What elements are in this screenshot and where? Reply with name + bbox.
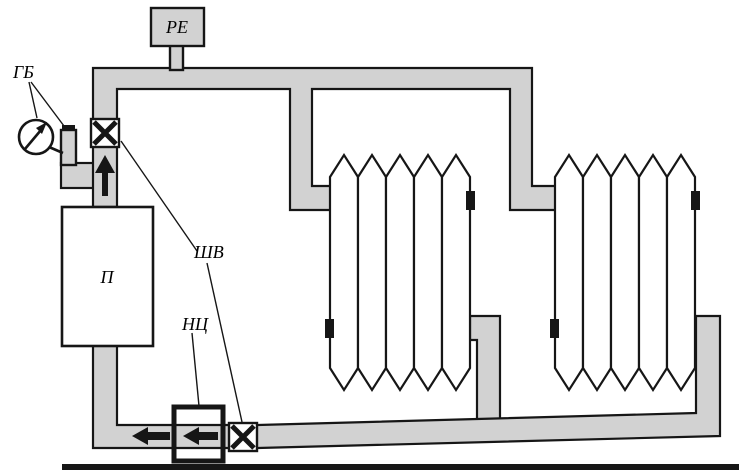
gauge-branch-pipe (59, 161, 99, 190)
leader-shv-to-return-valve (206, 262, 243, 423)
leader-shv-to-supply-valve (120, 140, 198, 252)
radiator-2 (550, 153, 700, 392)
pump-label: НЦ (181, 314, 209, 334)
gauge-needle-tip (36, 122, 47, 134)
radiator-1-top-right-plug (466, 191, 475, 210)
leader-gb-to-fitting (30, 81, 65, 127)
valve-x-icon (230, 424, 256, 450)
radiator-section (384, 153, 416, 392)
radiator-2-bottom-left-plug (550, 319, 559, 338)
radiator-section (609, 153, 641, 392)
boiler-label: П (100, 267, 115, 287)
expansion-tank (149, 6, 206, 48)
expansion-tank-stem (168, 43, 185, 72)
leader-nc-to-pump (191, 332, 200, 407)
radiator-1 (325, 153, 475, 392)
flow-arrow-up-icon (95, 155, 115, 196)
flow-arrow-left-icon (132, 427, 170, 445)
circulation-pump (171, 404, 226, 464)
leader-gb-to-gauge (28, 81, 38, 119)
radiator-section (440, 153, 472, 392)
radiator-section (665, 153, 697, 392)
radiator-section (637, 153, 669, 392)
radiator-section (412, 153, 444, 392)
ball-valve-return-icon (227, 421, 259, 453)
figure-baseline (62, 464, 739, 470)
pressure-gauge-icon (17, 118, 64, 156)
ball-valve-supply-icon (89, 117, 121, 149)
pump-flow-arrow-left-icon (183, 427, 218, 445)
gauge-fitting (59, 128, 78, 167)
boiler (60, 205, 155, 348)
radiator-section (553, 153, 585, 392)
radiator-1-bottom-left-plug (325, 319, 334, 338)
gauge-needle (24, 129, 42, 150)
ball-valve-label: ШВ (193, 242, 224, 262)
gauge-fitting-cap (62, 125, 75, 132)
radiator-section (328, 153, 360, 392)
radiator-section (356, 153, 388, 392)
radiator-section (581, 153, 613, 392)
valve-x-icon (92, 120, 118, 146)
radiator-2-top-right-plug (691, 191, 700, 210)
radiator-1-return-riser (468, 314, 502, 432)
supply-pipe-run (91, 66, 560, 212)
gauge-assembly-label: ГБ (12, 62, 34, 82)
gauge-stem (48, 145, 64, 155)
expansion-tank-label: РЕ (165, 17, 188, 37)
